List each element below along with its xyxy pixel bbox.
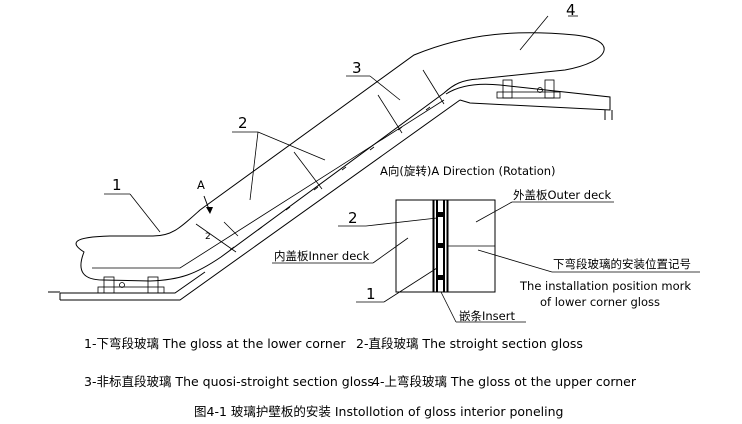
detail-label-n1: 1	[366, 285, 376, 303]
seam-1-2	[195, 223, 237, 253]
leader-lines	[104, 15, 578, 237]
section-detail	[395, 199, 496, 293]
glass-panel-outline	[75, 32, 605, 282]
label-arrow-a: A	[197, 178, 205, 192]
legend-4: 4-上弯段玻璃 The gloss ot the upper corner	[372, 374, 637, 389]
seam-2-2	[293, 151, 323, 190]
inner-deck-label: 内盖板Inner deck	[274, 249, 370, 263]
label-n2-small: 2	[205, 232, 211, 242]
mark-title: 下弯段玻璃的安装位置记号	[553, 257, 691, 271]
mark-line2: of lower corner gloss	[540, 295, 660, 309]
legend-2: 2-直段玻璃 The stroight section gloss	[356, 336, 583, 351]
detail-label-n2: 2	[348, 209, 358, 227]
detail-leaders	[272, 201, 700, 323]
legend-3: 3-非标直段玻璃 The quosi-stroight section glos…	[84, 374, 374, 389]
seam-3-4	[422, 69, 445, 105]
label-n4: 4	[566, 1, 576, 19]
insert-label: 嵌条Insert	[459, 309, 515, 323]
legend-1: 1-下弯段玻璃 The gloss at the lower corner	[84, 336, 346, 351]
mark-line1: The installation position mork	[519, 279, 691, 293]
figure-caption: 图4-1 玻璃护壁板的安装 Instollotion of gloss inte…	[194, 404, 563, 419]
label-n1: 1	[112, 176, 122, 194]
seam-2-3	[377, 94, 403, 134]
direction-a-label: A向(旋转)A Direction (Rotation)	[380, 164, 556, 178]
label-n3: 3	[352, 59, 362, 77]
outer-deck-label: 外盖板Outer deck	[513, 188, 612, 202]
truss-base	[48, 79, 613, 301]
label-n2: 2	[238, 114, 248, 132]
